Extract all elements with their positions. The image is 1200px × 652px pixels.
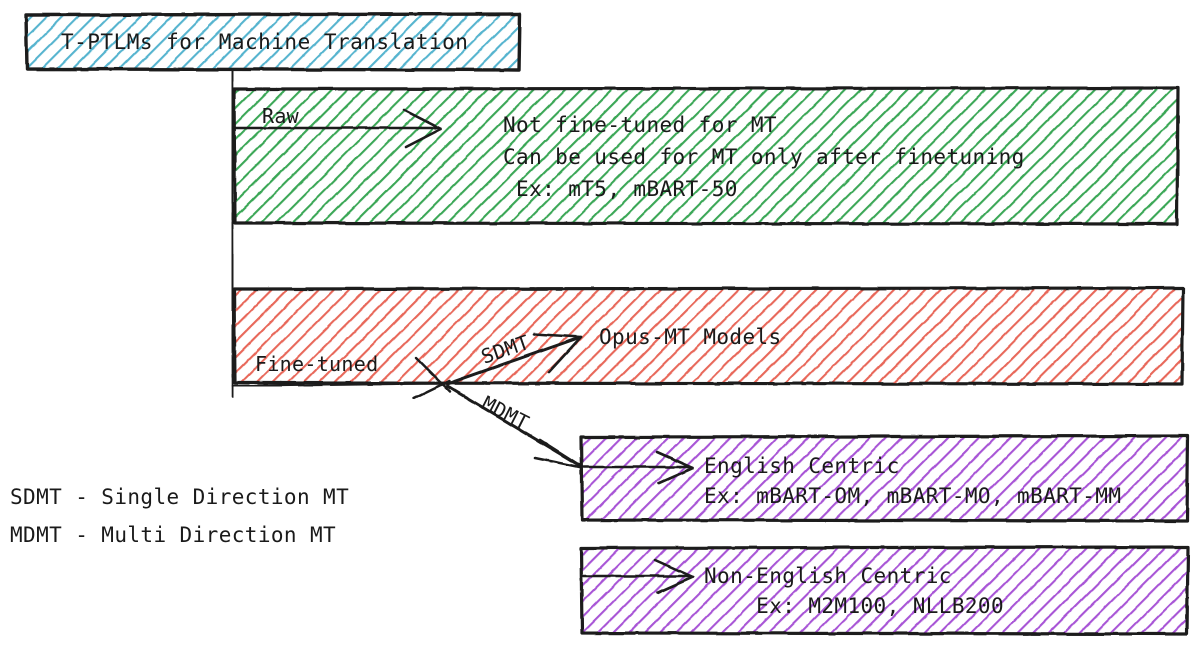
node-non-english-centric-line-2: Ex: M2M100, NLLB200 xyxy=(704,594,1004,618)
node-raw-box[interactable] xyxy=(232,86,1180,226)
node-opus-mt-models: Opus-MT Models xyxy=(599,325,782,349)
node-title-box[interactable] xyxy=(24,12,522,72)
node-raw-line-1: Not fine-tuned for MT xyxy=(503,113,777,137)
edge-label-raw: Raw xyxy=(262,104,300,128)
node-non-english-centric-box[interactable] xyxy=(579,545,1190,636)
node-non-english-centric-line-1: Non-English Centric xyxy=(704,564,952,588)
trunk-connector xyxy=(230,68,235,398)
node-raw-line-3: Ex: mT5, mBART-50 xyxy=(503,177,738,201)
edge-finetuned-stem xyxy=(231,381,449,388)
page-title: T-PTLMs for Machine Translation xyxy=(61,30,469,54)
legend-item-mdmt: MDMT - Multi Direction MT xyxy=(10,523,337,547)
edge-raw-arrow xyxy=(231,108,443,149)
edge-sdmt-arrow xyxy=(412,332,583,400)
edge-label-fine-tuned: Fine-tuned xyxy=(255,352,379,376)
node-raw-line-2: Can be used for MT only after finetuning xyxy=(503,145,1025,169)
edge-non-english-centric-arrow xyxy=(581,558,695,595)
edge-mdmt-arrow xyxy=(445,384,586,470)
legend-item-sdmt: SDMT - Single Direction MT xyxy=(10,485,350,509)
node-finetuned-box[interactable] xyxy=(232,286,1185,386)
node-english-centric-line-2: Ex: mBART-OM, mBART-MO, mBART-MM xyxy=(704,484,1122,508)
node-english-centric-line-1: English Centric xyxy=(704,454,900,478)
edge-english-centric-arrow xyxy=(581,450,695,485)
